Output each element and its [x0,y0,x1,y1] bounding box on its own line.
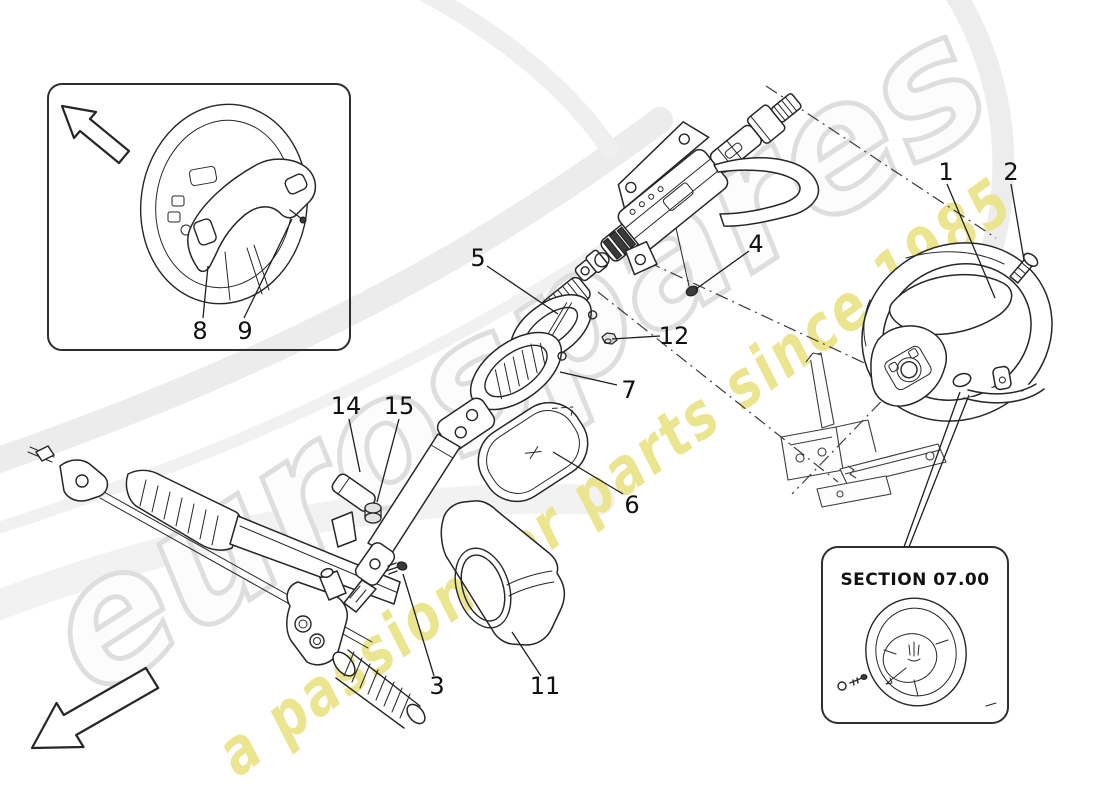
callout-labels: 1 2 3 4 5 6 7 8 9 11 12 14 15 [192,158,1018,700]
steering-rack-drawing [27,445,426,729]
callout-2: 2 [1003,158,1018,186]
callout-1: 1 [938,158,953,186]
inset-screw-drawing [289,209,307,224]
nut-15-drawing [364,502,382,524]
section-title: SECTION 07.00 [840,570,989,590]
leader-line-12 [611,335,661,340]
column-cover-drawing [440,500,565,646]
section-wheel-drawing [865,597,997,707]
leader-line-14 [348,418,361,473]
callout-6: 6 [624,491,639,519]
leader-line-6 [552,451,624,495]
clamp-14-drawing [331,473,376,548]
callout-11: 11 [530,672,561,700]
steering-column-drawing [331,93,820,646]
callout-4: 4 [748,230,763,258]
inset-box [47,83,351,351]
nut-12-drawing [601,332,618,345]
leader-line-7 [559,371,618,386]
leader-line-5 [486,265,559,315]
mounting-plate-drawing [477,401,589,503]
leader-line-11 [511,631,542,677]
leader-line-9 [243,218,293,319]
section-box-frame [821,546,1009,724]
wheel-trim-drawing [187,158,317,273]
callout-15: 15 [384,392,415,420]
leader-lines [202,183,1025,677]
intermediate-shaft-drawing [343,397,496,613]
up-left-arrow-icon [60,104,131,165]
callout-7: 7 [621,376,636,404]
leader-line-1 [946,183,996,299]
mounting-bracket-drawing [780,352,947,508]
callout-14: 14 [331,392,362,420]
callout-9: 9 [237,317,252,345]
callout-12: 12 [659,322,690,350]
section-box: SECTION 07.00 [821,546,1009,724]
leader-line-2 [1010,183,1025,261]
leader-line-4 [695,250,750,290]
steering-wheel-drawing [861,242,1053,422]
leader-line-section [903,391,970,548]
section-screw-drawing [837,674,868,691]
callout-8: 8 [192,317,207,345]
adjust-lever-drawing [713,157,820,227]
callout-5: 5 [470,244,485,272]
down-left-arrow-icon [30,666,160,750]
leader-line-8 [202,265,209,319]
leader-line-3 [402,573,435,677]
inset-box-frame [47,83,351,351]
screw-3-drawing [385,561,408,575]
callout-3: 3 [429,672,444,700]
screw-2-drawing [1009,252,1039,284]
leader-line-15 [376,418,400,503]
